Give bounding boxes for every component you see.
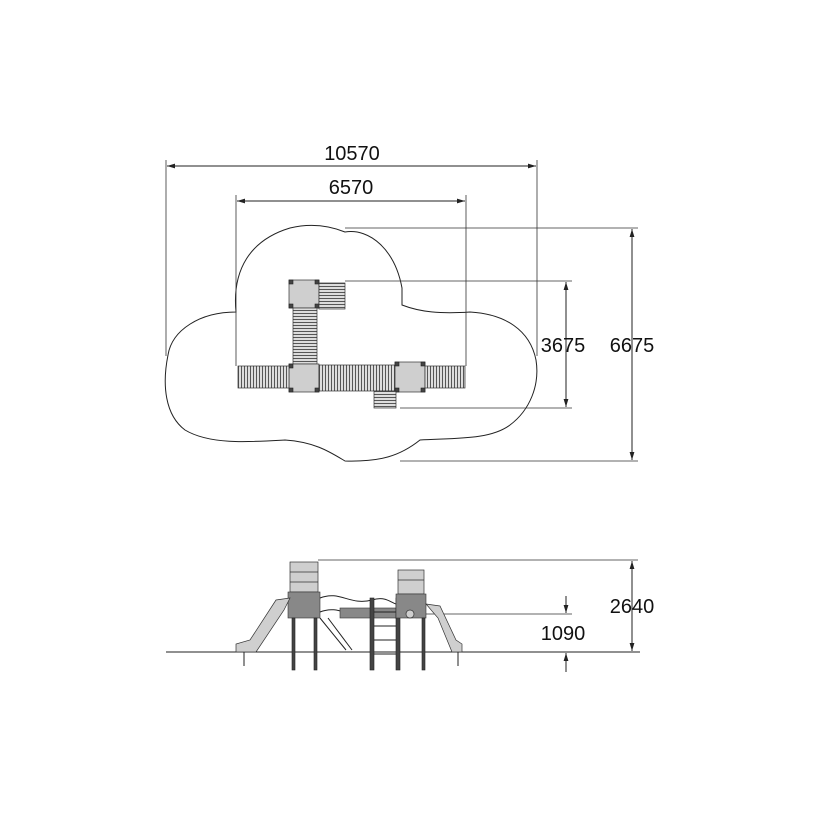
dimension-label-10570: 10570: [324, 143, 380, 165]
dimension-overall-width: 10570: [165, 143, 538, 356]
dimension-label-6675: 6675: [610, 335, 655, 357]
dimension-label-2640: 2640: [610, 596, 655, 618]
safety-zone-outline: [164, 225, 538, 462]
dimension-inner-width: 6570: [235, 177, 467, 366]
dimension-label-3675: 3675: [541, 335, 586, 357]
side-structure: [235, 561, 463, 671]
dimension-total-height: 2640: [318, 559, 655, 651]
plan-view: 10570 6570 3675 6675: [164, 143, 655, 462]
dimension-overall-depth: 6675: [345, 227, 655, 462]
dimension-label-1090: 1090: [541, 623, 586, 645]
dimension-inner-depth: 3675: [345, 280, 586, 409]
dimension-platform-height: 1090: [420, 596, 585, 672]
dimension-label-6570: 6570: [329, 177, 374, 199]
side-view: 2640 1090: [166, 559, 655, 672]
plan-structure: [237, 279, 466, 409]
